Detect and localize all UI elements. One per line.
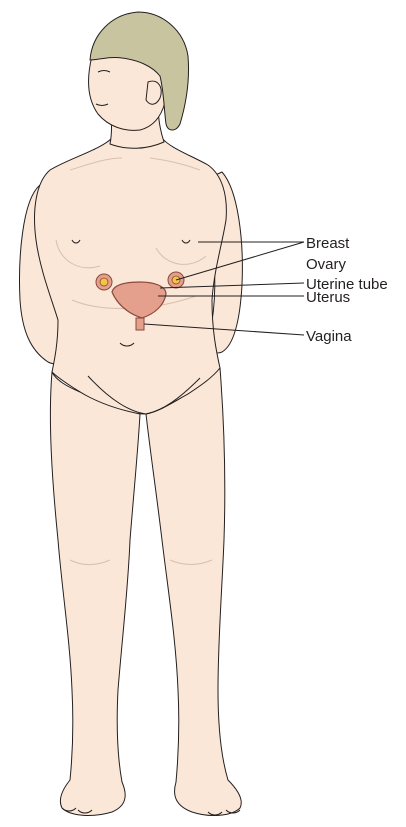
- torso: [35, 138, 227, 414]
- label-ovary-visible: Ovary: [306, 257, 346, 272]
- vagina-shape: [136, 318, 144, 330]
- body-figure: [20, 12, 243, 815]
- label-vagina: Vagina: [306, 329, 352, 344]
- label-breast: Breast: [306, 236, 349, 251]
- ovary-left-inner: [100, 278, 108, 286]
- label-uterus: Uterus: [306, 290, 350, 305]
- left-leg: [50, 372, 140, 815]
- right-leg: [146, 368, 241, 815]
